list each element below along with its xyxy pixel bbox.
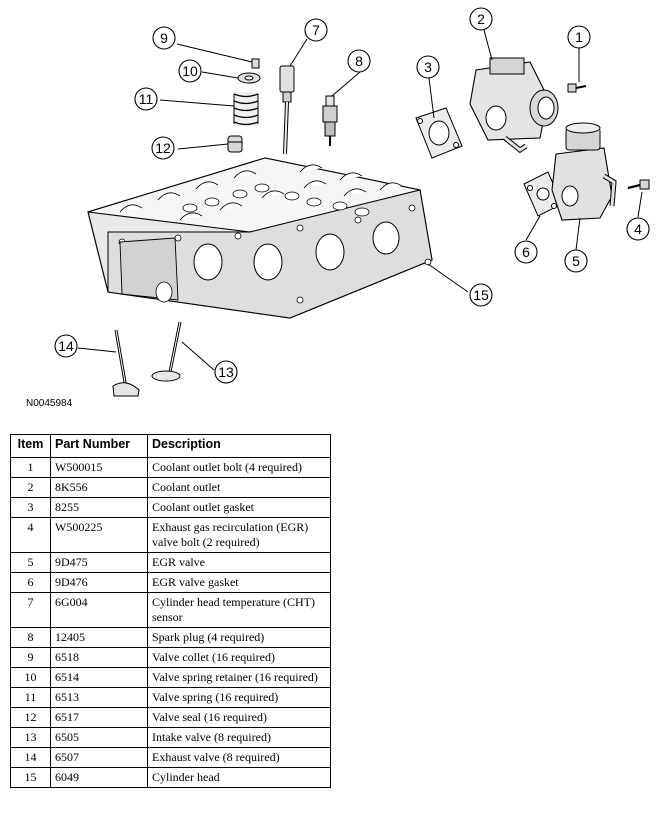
header-item: Item — [10, 434, 51, 458]
part-number-cell: 6049 — [50, 767, 148, 788]
item-cell: 1 — [10, 457, 51, 478]
description-cell: Spark plug (4 required) — [147, 627, 331, 648]
spark-plug-drawing — [322, 95, 338, 146]
part-number-cell: 12405 — [50, 627, 148, 648]
part-number-cell: 6505 — [50, 727, 148, 748]
header-part-number: Part Number — [50, 434, 148, 458]
item-cell: 3 — [10, 497, 51, 518]
item-cell: 5 — [10, 552, 51, 573]
callout-3: 3 — [424, 59, 432, 75]
valve-spring-drawing — [233, 92, 259, 126]
part-number-cell: 6518 — [50, 647, 148, 668]
callout-circles — [54, 7, 650, 384]
callout-15: 15 — [473, 287, 489, 303]
item-cell: 9 — [10, 647, 51, 668]
part-number-cell: 9D476 — [50, 572, 148, 593]
callout-1: 1 — [575, 29, 583, 45]
description-cell: Cylinder head — [147, 767, 331, 788]
item-cell: 12 — [10, 707, 51, 728]
valve-collet-drawing — [251, 58, 260, 69]
item-cell: 7 — [10, 592, 51, 628]
description-cell: Valve spring retainer (16 required) — [147, 667, 331, 688]
item-cell: 6 — [10, 572, 51, 593]
coolant-outlet-gasket-drawing — [415, 107, 463, 159]
item-cell: 8 — [10, 627, 51, 648]
item-cell: 14 — [10, 747, 51, 768]
figure-id: N0045984 — [26, 398, 73, 409]
description-cell: Valve seal (16 required) — [147, 707, 331, 728]
part-number-cell: W500015 — [50, 457, 148, 478]
item-cell: 11 — [10, 687, 51, 708]
egr-valve-bolt-drawing — [627, 179, 650, 190]
table-header-row: Item Part Number Description — [10, 434, 331, 458]
part-number-cell: 6G004 — [50, 592, 148, 628]
header-description: Description — [147, 434, 331, 458]
description-cell: Coolant outlet bolt (4 required) — [147, 457, 331, 478]
callout-11: 11 — [139, 91, 154, 107]
item-cell: 10 — [10, 667, 51, 688]
valve-spring-retainer-drawing — [237, 72, 261, 84]
callout-5: 5 — [572, 253, 580, 269]
item-cell: 4 — [10, 517, 51, 553]
part-number-cell: 6513 — [50, 687, 148, 708]
callout-7: 7 — [312, 22, 320, 38]
callout-12: 12 — [155, 140, 171, 156]
description-cell: EGR valve gasket — [147, 572, 331, 593]
part-number-cell: 9D475 — [50, 552, 148, 573]
description-cell: EGR valve — [147, 552, 331, 573]
description-cell: Cylinder head temperature (CHT) sensor — [147, 592, 331, 628]
description-cell: Exhaust valve (8 required) — [147, 747, 331, 768]
coolant-outlet-drawing — [469, 57, 559, 154]
coolant-outlet-bolt-drawing — [567, 83, 587, 93]
item-cell: 2 — [10, 477, 51, 498]
part-number-cell: 8255 — [50, 497, 148, 518]
callout-10: 10 — [182, 63, 198, 79]
callout-2: 2 — [477, 11, 485, 27]
item-cell: 13 — [10, 727, 51, 748]
description-cell: Exhaust gas recirculation (EGR) valve bo… — [147, 517, 331, 553]
part-number-cell: W500225 — [50, 517, 148, 553]
item-cell: 15 — [10, 767, 51, 788]
part-number-cell: 8K556 — [50, 477, 148, 498]
callout-4: 4 — [634, 221, 642, 237]
cht-sensor-drawing — [279, 65, 295, 155]
description-cell: Coolant outlet — [147, 477, 331, 498]
egr-valve-drawing — [551, 122, 617, 221]
exploded-parts-diagram: 1 2 3 4 5 6 7 8 9 10 11 12 13 14 15 — [54, 7, 650, 397]
callout-labels: 1 2 3 4 5 6 7 8 9 10 11 12 13 14 15 — [58, 11, 642, 380]
callout-leader-lines — [77, 29, 643, 371]
part-number-cell: 6507 — [50, 747, 148, 768]
cylinder-head-drawing — [87, 157, 433, 319]
callout-13: 13 — [218, 364, 234, 380]
intake-valve-drawing — [151, 321, 182, 382]
callout-6: 6 — [522, 244, 530, 260]
exhaust-valve-drawing — [112, 329, 140, 397]
description-cell: Coolant outlet gasket — [147, 497, 331, 518]
callout-8: 8 — [355, 53, 363, 69]
description-cell: Valve spring (16 required) — [147, 687, 331, 708]
part-number-cell: 6514 — [50, 667, 148, 688]
part-number-cell: 6517 — [50, 707, 148, 728]
valve-seal-drawing — [227, 135, 243, 153]
description-cell: Intake valve (8 required) — [147, 727, 331, 748]
callout-9: 9 — [160, 30, 168, 46]
description-cell: Valve collet (16 required) — [147, 647, 331, 668]
callout-14: 14 — [58, 338, 74, 354]
